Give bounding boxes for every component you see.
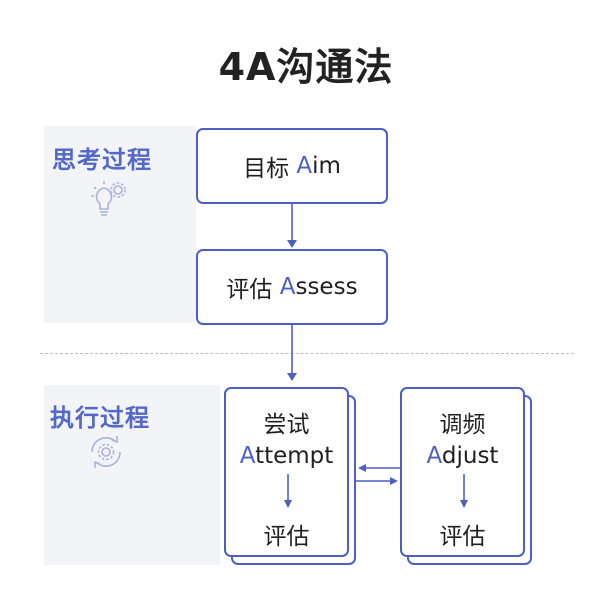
attempt-sub-label: 评估 — [263, 524, 310, 550]
aim-cn-label: 目标 — [243, 156, 290, 182]
attempt-rest: ttempt — [255, 443, 334, 469]
assess-cn-label: 评估 — [226, 277, 273, 303]
adjust-card: 调频 Adjust 评估 — [400, 387, 525, 557]
aim-rest: im — [312, 153, 341, 179]
adjust-en-label: Adjust — [402, 443, 523, 469]
attempt-card: 尝试 Attempt 评估 — [224, 387, 349, 557]
attempt-en-label: Attempt — [226, 443, 347, 469]
execution-panel — [44, 385, 220, 565]
adjust-cn-label: 调频 — [439, 412, 486, 438]
thinking-panel — [44, 126, 196, 323]
aim-initial: A — [296, 153, 313, 179]
attempt-cn-label: 尝试 — [263, 412, 310, 438]
adjust-sub-label: 评估 — [439, 524, 486, 550]
lightbulb-gear-icon — [91, 181, 126, 216]
assess-rest: ssess — [295, 274, 358, 300]
section-divider — [40, 353, 574, 354]
attempt-initial: A — [239, 443, 256, 469]
assess-initial: A — [279, 274, 296, 300]
execution-section-label: 执行过程 — [50, 404, 150, 432]
diagram-title: 4A沟通法 — [218, 45, 394, 89]
thinking-section-label: 思考过程 — [52, 146, 152, 174]
adjust-initial: A — [426, 443, 442, 469]
adjust-rest: djust — [441, 443, 499, 469]
refresh-gear-icon — [91, 436, 121, 468]
